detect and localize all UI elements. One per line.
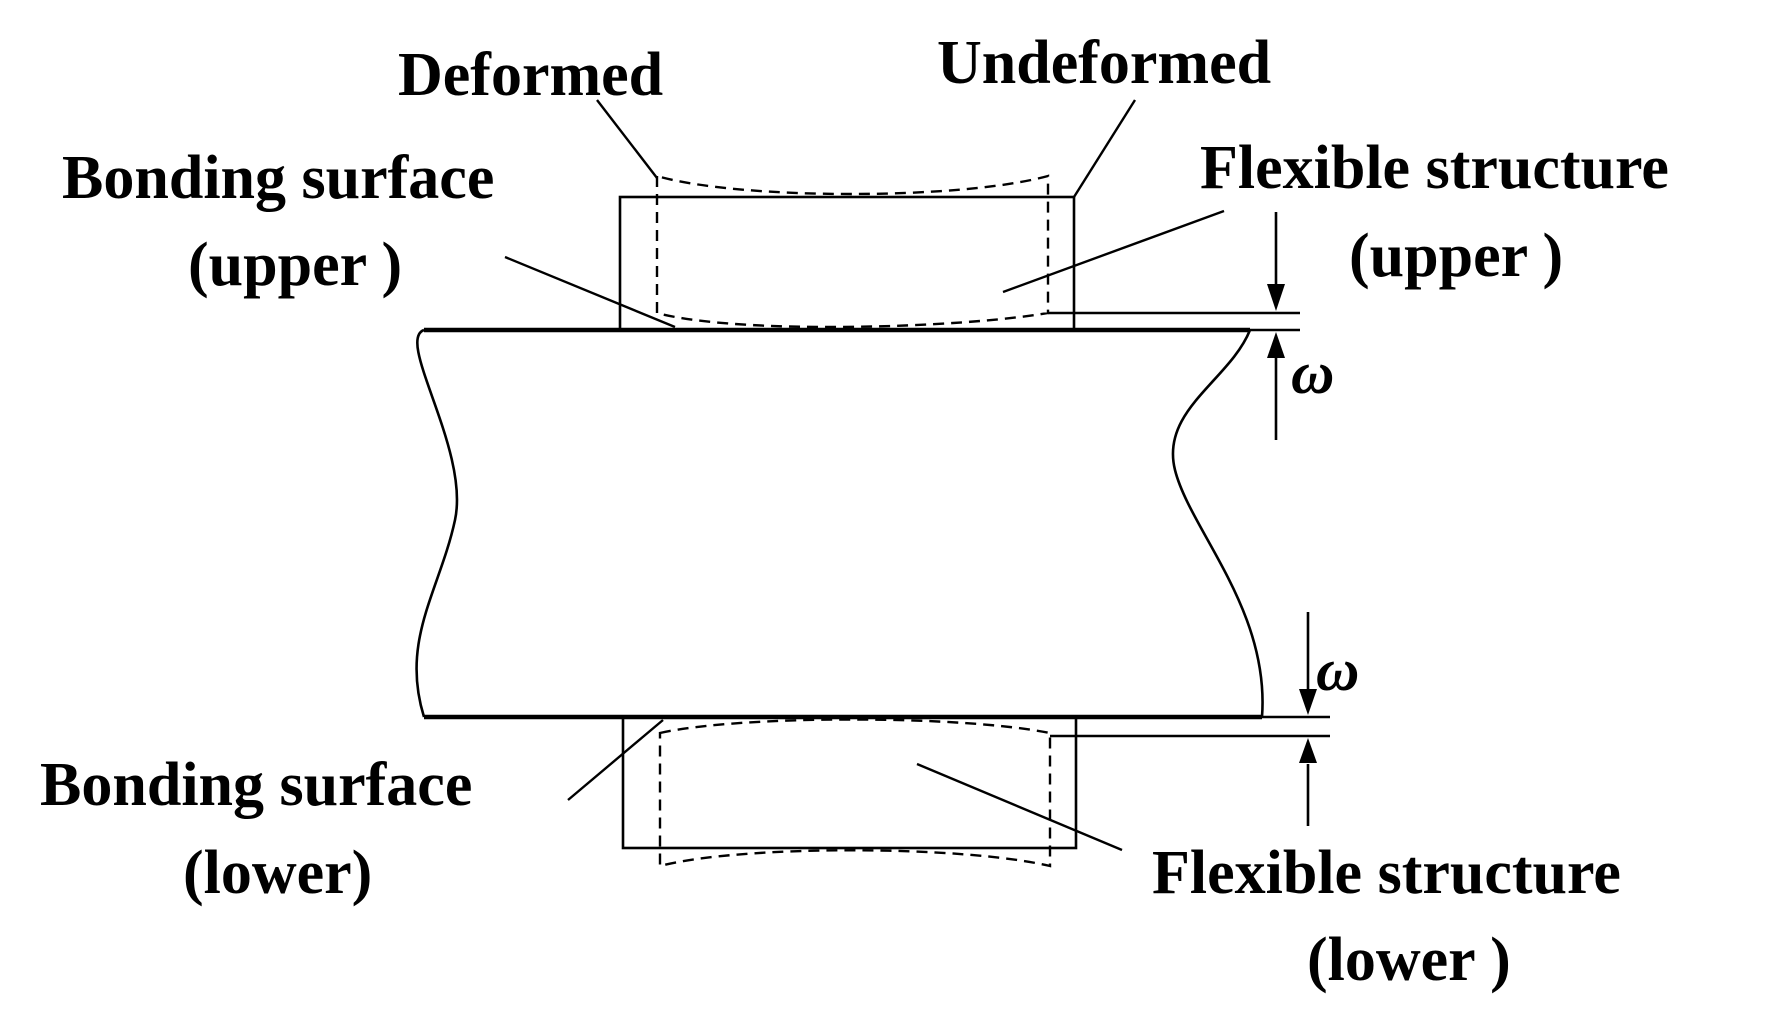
- deformed-leader: [596, 99, 658, 179]
- flexible-upper-label-line1: Flexible structure: [1200, 134, 1669, 202]
- lower-omega-dimension: [1050, 612, 1330, 826]
- upper-deformed-outline: [655, 174, 1050, 329]
- flexible-upper-label-line2: (upper ): [1349, 222, 1563, 290]
- upper-undeformed-block: [618, 195, 1076, 332]
- bonding-upper-label-line2: (upper ): [188, 231, 402, 299]
- lower-arrowhead-down: [1299, 689, 1317, 715]
- deformed-label: Deformed: [398, 41, 663, 109]
- flexible-lower-label-line1: Flexible structure: [1152, 839, 1621, 907]
- upper-flexible-structure: [618, 174, 1076, 332]
- upper-arrowhead-up: [1267, 332, 1285, 358]
- flexible-lower-leader: [916, 762, 1123, 852]
- left-break-line: [415, 328, 459, 718]
- upper-arrowhead-down: [1267, 284, 1285, 311]
- bonding-lower-label-line2: (lower): [183, 839, 372, 907]
- bonding-lower-leader: [567, 719, 664, 801]
- bonding-lower-label-line1: Bonding surface: [40, 751, 472, 819]
- omega-upper-label: ω: [1291, 340, 1334, 406]
- lower-deformed-outline: [658, 718, 1052, 868]
- undeformed-label: Undeformed: [937, 29, 1271, 97]
- bonding-upper-leader: [504, 255, 676, 329]
- flexible-upper-leader: [1002, 209, 1225, 294]
- omega-lower-label: ω: [1316, 637, 1359, 703]
- bonding-upper-label-line1: Bonding surface: [62, 144, 494, 212]
- lower-arrowhead-up: [1299, 738, 1317, 763]
- main-body: [415, 327, 1264, 720]
- labels: Deformed Undeformed Bonding surface (upp…: [40, 29, 1669, 994]
- upper-omega-dimension: [1048, 212, 1300, 440]
- lower-undeformed-block: [621, 715, 1078, 850]
- right-break-line: [1171, 329, 1264, 718]
- lower-flexible-structure: [621, 715, 1078, 868]
- leader-lines: [504, 99, 1225, 852]
- undeformed-leader: [1072, 99, 1137, 198]
- flexible-lower-label-line2: (lower ): [1307, 926, 1511, 994]
